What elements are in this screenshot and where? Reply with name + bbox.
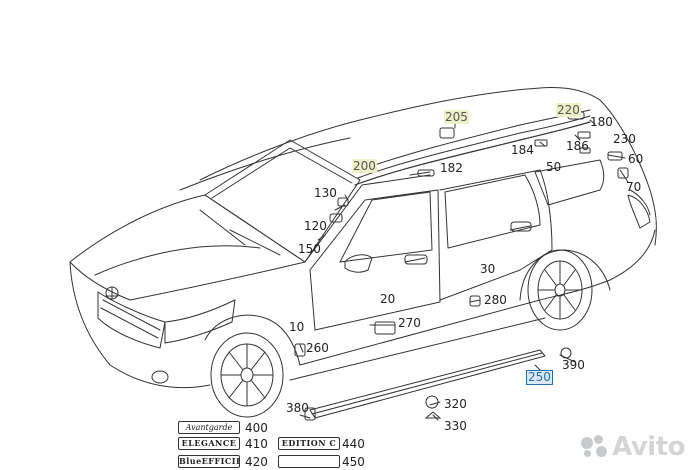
front-door	[309, 189, 441, 331]
part-label-400: 400	[245, 421, 268, 435]
side-mirror	[344, 254, 373, 273]
hood-outline	[69, 194, 306, 301]
part-label-130: 130	[314, 186, 337, 200]
rear-door	[439, 169, 553, 301]
clip-182	[417, 169, 435, 177]
clip-260	[294, 343, 306, 357]
part-label-420: 420	[245, 455, 268, 469]
watermark: Avito	[581, 432, 685, 462]
rear-window	[444, 174, 541, 249]
part-label-184: 184	[511, 143, 534, 157]
part-label-230: 230	[613, 132, 636, 146]
watermark-text: Avito	[612, 432, 685, 462]
clip-270	[374, 321, 396, 335]
avantgarde-emblem: Avantgarde	[178, 421, 240, 434]
clip-60	[607, 151, 623, 161]
roof-rail-left	[354, 121, 591, 186]
clip-320	[425, 395, 439, 409]
roof-outline	[199, 87, 601, 181]
part-label-330: 330	[444, 419, 467, 433]
part-label-186: 186	[566, 139, 589, 153]
tail-light	[627, 194, 651, 229]
part-label-270: 270	[398, 316, 421, 330]
part-label-205: 205	[444, 110, 469, 124]
part-label-260: 260	[306, 341, 329, 355]
part-label-70: 70	[626, 180, 642, 194]
part-label-250: 250	[526, 370, 553, 385]
part-label-150: 150	[298, 242, 321, 256]
part-label-380: 380	[286, 401, 309, 415]
part-label-182: 182	[440, 161, 463, 175]
clip-130	[337, 197, 349, 207]
part-label-200: 200	[352, 159, 377, 173]
windshield	[204, 139, 361, 263]
sill-moulding	[309, 349, 546, 419]
front-bumper	[69, 261, 211, 389]
avito-dots-icon	[581, 435, 609, 459]
part-label-220: 220	[556, 103, 581, 117]
part-label-410: 410	[245, 437, 268, 451]
script-emblem	[278, 455, 340, 468]
part-label-280: 280	[484, 293, 507, 307]
part-label-390: 390	[562, 358, 585, 372]
clip-390	[560, 347, 572, 359]
clip-186	[579, 147, 591, 154]
body-side	[299, 229, 656, 366]
headlight	[164, 299, 236, 344]
part-label-20: 20	[380, 292, 396, 306]
front-window	[339, 191, 433, 263]
part-label-30: 30	[480, 262, 496, 276]
clip-184	[534, 139, 548, 147]
clip-120	[329, 213, 343, 223]
part-label-320: 320	[444, 397, 467, 411]
part-label-120: 120	[304, 219, 327, 233]
rear-end	[599, 99, 657, 246]
clip-230	[577, 131, 591, 139]
clip-70	[617, 167, 629, 179]
edition-c-emblem: EDITION C	[278, 437, 340, 450]
part-label-60: 60	[628, 152, 644, 166]
side-sill	[289, 317, 546, 381]
grille	[97, 291, 166, 349]
clip-280	[469, 295, 481, 307]
part-label-450: 450	[342, 455, 365, 469]
part-label-10: 10	[289, 320, 305, 334]
clip-330	[424, 411, 442, 419]
part-label-50: 50	[546, 160, 562, 174]
part-label-180: 180	[590, 115, 613, 129]
bluefficiency-emblem: BlueEFFICIENCY	[178, 455, 240, 468]
roof-rail-front	[179, 137, 351, 191]
clip-380	[304, 407, 316, 421]
part-label-440: 440	[342, 437, 365, 451]
front-wheel	[210, 332, 284, 418]
elegance-emblem: ELEGANCE	[178, 437, 240, 450]
quarter-window	[534, 159, 605, 206]
clip-205	[439, 127, 455, 139]
